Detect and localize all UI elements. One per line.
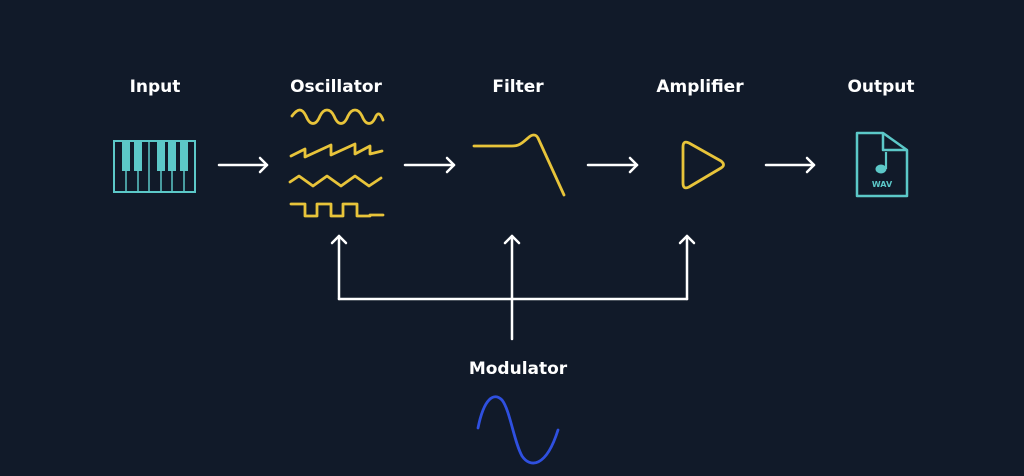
filter-label: Filter: [492, 77, 544, 97]
arrow-input-to-oscillator: [217, 156, 269, 174]
arrow-amplifier-to-output: [764, 156, 816, 174]
sawtooth-waveform: [289, 142, 384, 159]
music-note-icon: [875, 152, 888, 174]
square-waveform: [289, 202, 385, 218]
wav-file-icon: WAV: [855, 131, 909, 198]
sine-waveform: [290, 108, 385, 125]
sine-wave-icon: [476, 395, 560, 465]
piano-keyboard-icon: [113, 140, 196, 193]
arrow-filter-to-amplifier: [586, 156, 639, 174]
triangle-waveform: [288, 174, 383, 188]
lowpass-filter-curve-icon: [472, 133, 566, 197]
play-triangle-icon: [681, 140, 725, 190]
input-label: Input: [129, 77, 181, 97]
modulator-label: Modulator: [468, 359, 568, 379]
amplifier-label: Amplifier: [656, 77, 744, 97]
waveforms-icon: [288, 108, 385, 218]
oscillator-label: Oscillator: [290, 77, 382, 97]
modulator-connections: [330, 234, 696, 341]
output-label: Output: [847, 77, 915, 97]
arrow-oscillator-to-filter: [403, 156, 456, 174]
wav-file-label: WAV: [872, 180, 893, 189]
